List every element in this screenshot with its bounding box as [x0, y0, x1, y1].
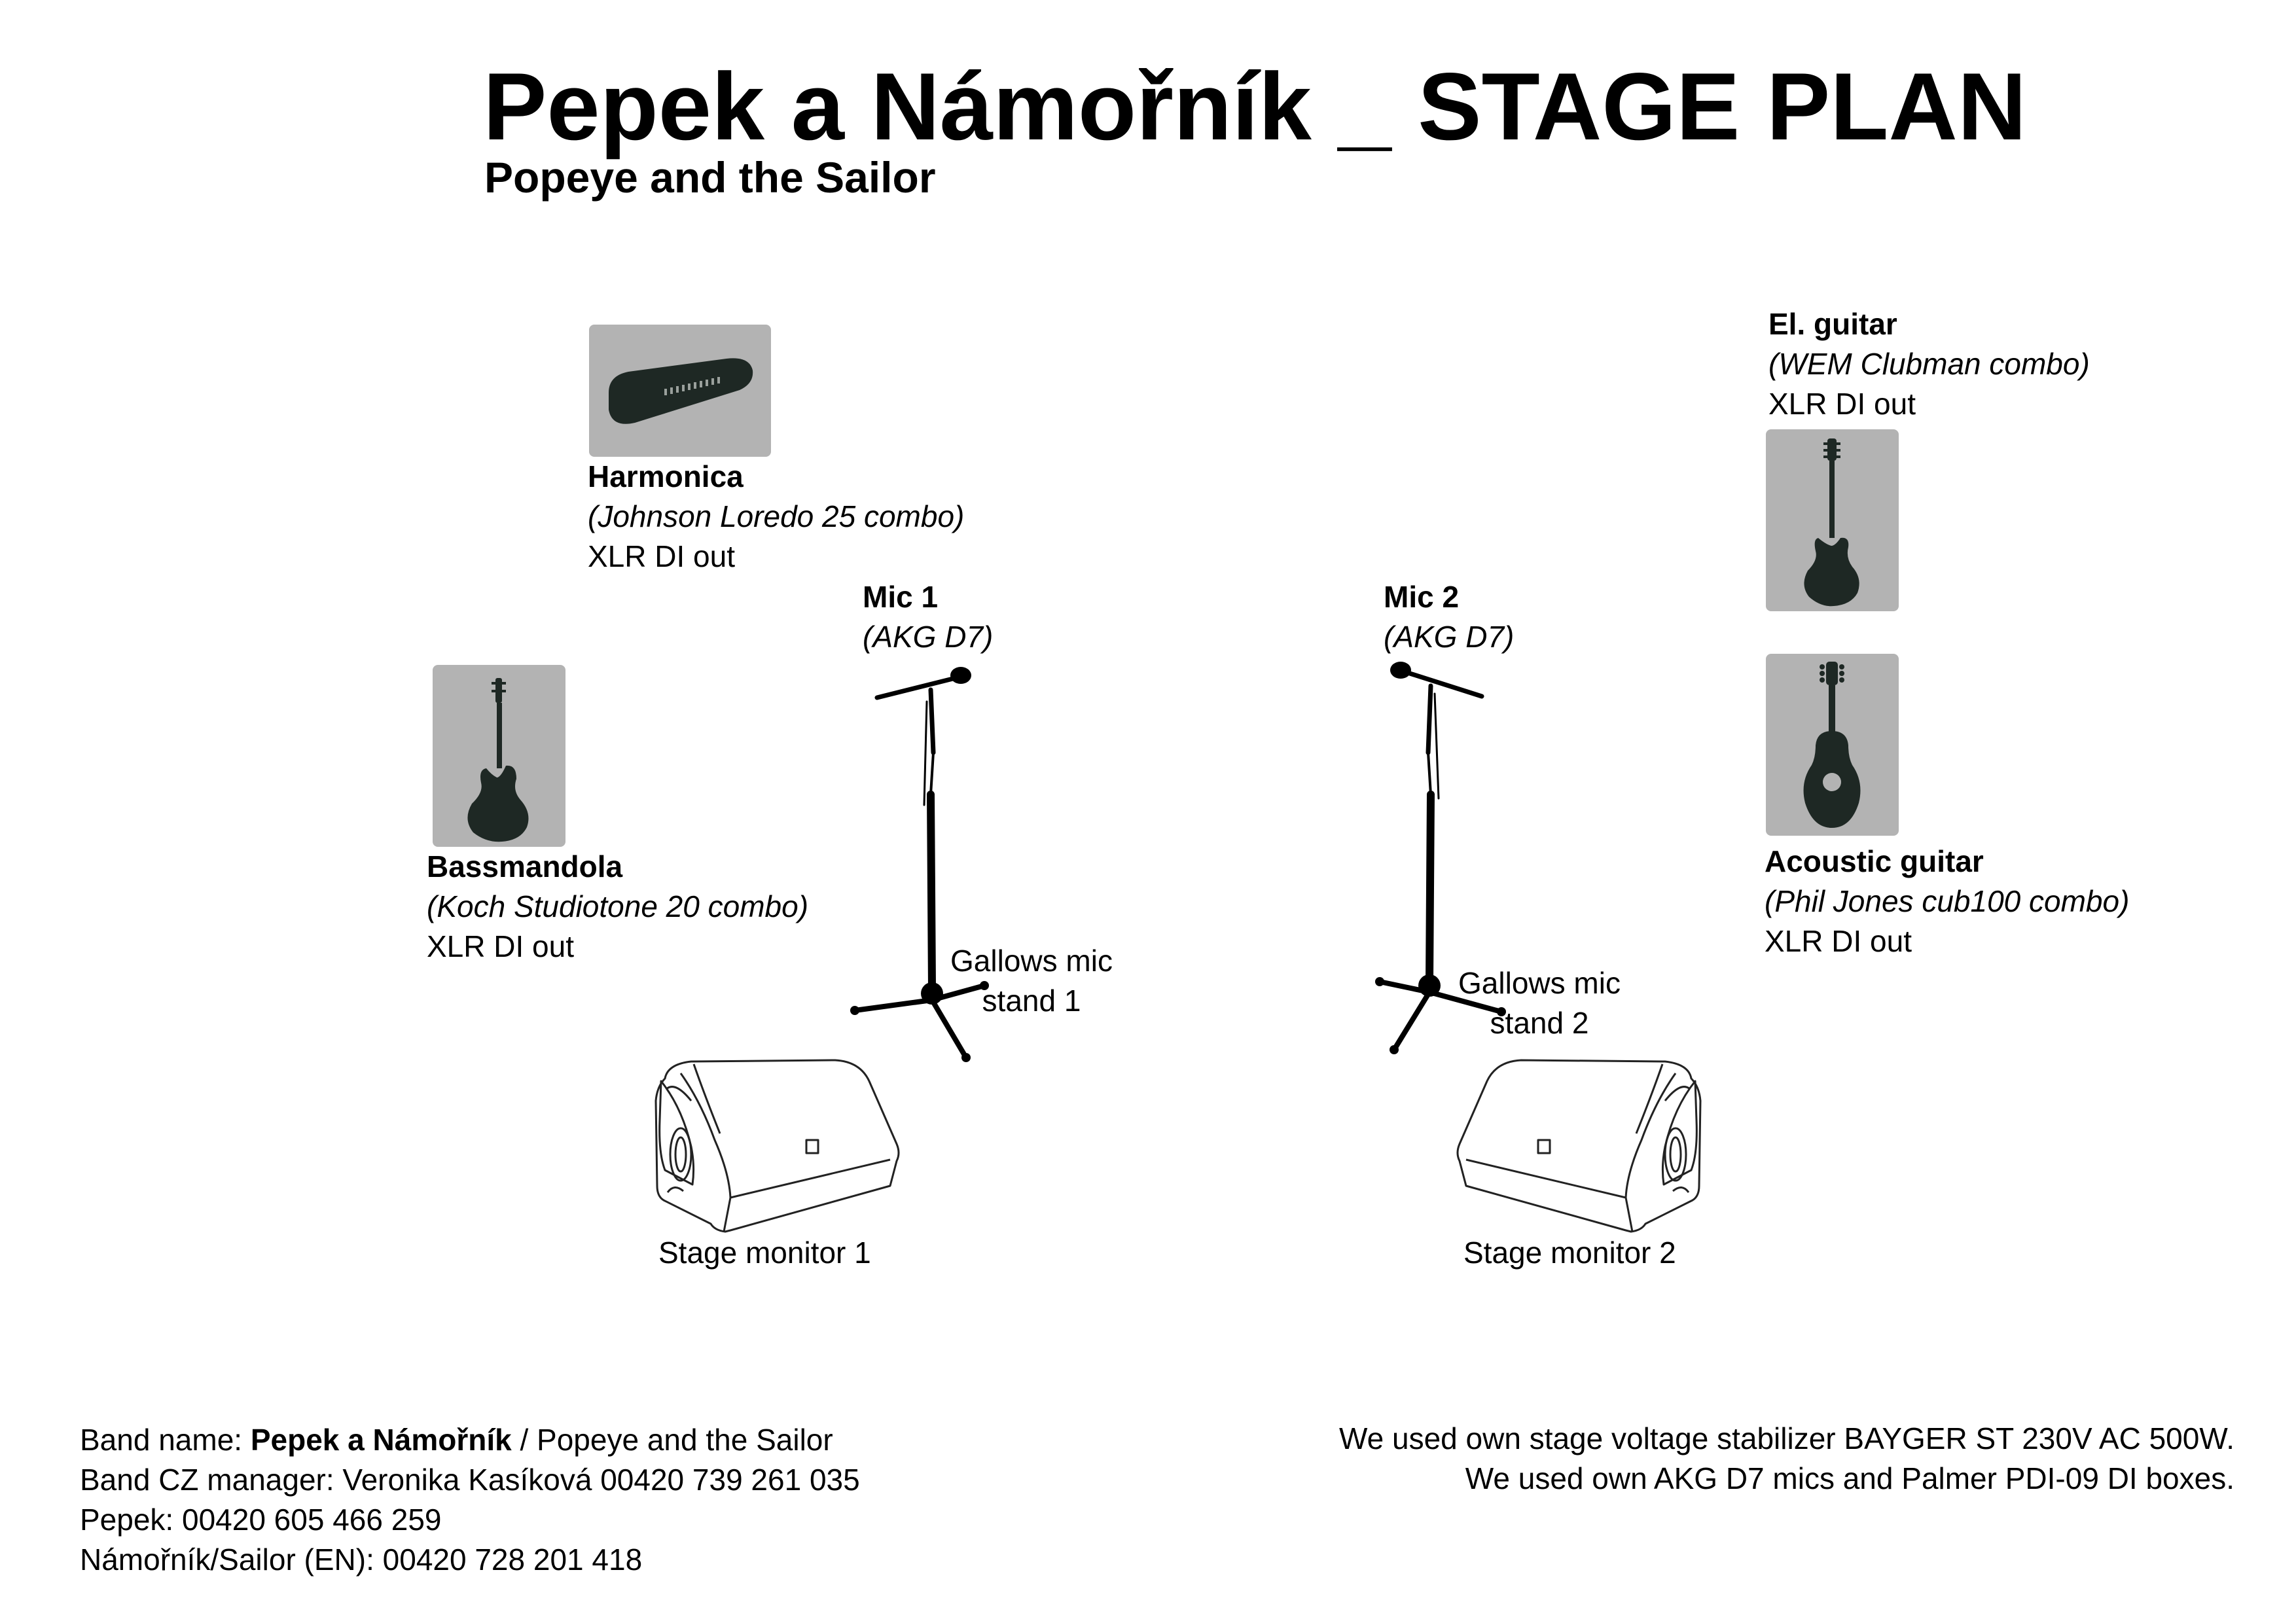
electric-guitar-icon — [1804, 438, 1859, 607]
acoustic-guitar-name: Acoustic guitar — [1765, 844, 1984, 878]
acoustic-guitar-tile — [1766, 654, 1899, 836]
acoustic-guitar-output: XLR DI out — [1765, 924, 1912, 958]
mic-1-name: Mic 1 — [863, 580, 939, 614]
bassmandola-name: Bassmandola — [427, 849, 623, 883]
acoustic-guitar-label: Acoustic guitar (Phil Jones cub100 combo… — [1765, 842, 2129, 961]
bassmandola-model: (Koch Studiotone 20 combo) — [427, 889, 809, 923]
stabilizer-note: We used own stage voltage stabilizer BAY… — [1339, 1421, 2234, 1455]
harmonica-tile — [589, 325, 771, 457]
mic-2-label: Mic 2 (AKG D7) — [1384, 577, 1514, 657]
mic-stand-1-label: Gallows mic stand 1 — [940, 941, 1123, 1021]
pepek-contact: Pepek: 00420 605 466 259 — [80, 1503, 442, 1537]
mic-stand-1-line2: stand 1 — [982, 984, 1081, 1018]
mic-stand-2-label: Gallows mic stand 2 — [1448, 963, 1631, 1043]
mic-stand-1-icon — [850, 667, 989, 1062]
mic-2-name: Mic 2 — [1384, 580, 1460, 614]
harmonica-icon — [609, 358, 753, 424]
harmonica-output: XLR DI out — [588, 539, 735, 573]
mic-stand-2-icon — [1375, 662, 1506, 1054]
bassmandola-label: Bassmandola (Koch Studiotone 20 combo) X… — [427, 847, 808, 967]
mics-di-note: We used own AKG D7 mics and Palmer PDI-0… — [1465, 1461, 2234, 1495]
mic-1-label: Mic 1 (AKG D7) — [863, 577, 993, 657]
sailor-contact: Námořník/Sailor (EN): 00420 728 201 418 — [80, 1543, 643, 1577]
stage-monitor-1-icon — [655, 1059, 900, 1233]
stage-monitor-1-label: Stage monitor 1 — [658, 1236, 871, 1270]
equipment-notes: We used own stage voltage stabilizer BAY… — [1339, 1419, 2234, 1499]
el-guitar-output: XLR DI out — [1768, 387, 1916, 421]
el-guitar-label: El. guitar (WEM Clubman combo) XLR DI ou… — [1768, 304, 2090, 424]
mic-stand-1-line1: Gallows mic — [950, 944, 1113, 978]
mic-2-model: (AKG D7) — [1384, 620, 1515, 654]
stage-monitor-2-label: Stage monitor 2 — [1463, 1236, 1676, 1270]
manager-line: Band CZ manager: Veronika Kasíková 00420… — [80, 1463, 860, 1497]
el-guitar-model: (WEM Clubman combo) — [1768, 347, 2090, 381]
band-info: Band name: Pepek a Námořník / Popeye and… — [80, 1420, 860, 1580]
acoustic-guitar-icon — [1803, 662, 1861, 828]
bassmandola-tile — [433, 665, 565, 847]
mic-stand-2-line1: Gallows mic — [1458, 966, 1621, 1000]
bassmandola-output: XLR DI out — [427, 929, 574, 963]
band-name-line: Band name: Pepek a Námořník / Popeye and… — [80, 1420, 860, 1460]
harmonica-name: Harmonica — [588, 459, 744, 493]
band-name-prefix: Band name: — [80, 1423, 251, 1457]
stage-monitor-2-icon — [1456, 1059, 1702, 1233]
page-title: Pepek a Námořník _ STAGE PLAN — [483, 53, 2027, 160]
mic-1-model: (AKG D7) — [863, 620, 994, 654]
page-subtitle: Popeye and the Sailor — [484, 153, 936, 202]
el-guitar-name: El. guitar — [1768, 307, 1897, 341]
band-name-suffix: / Popeye and the Sailor — [511, 1423, 833, 1457]
harmonica-model: (Johnson Loredo 25 combo) — [588, 499, 965, 533]
band-name-bold: Pepek a Námořník — [250, 1423, 512, 1457]
mic-stand-2-line2: stand 2 — [1490, 1006, 1589, 1040]
harmonica-label: Harmonica (Johnson Loredo 25 combo) XLR … — [588, 457, 964, 577]
el-guitar-tile — [1766, 429, 1899, 611]
acoustic-guitar-model: (Phil Jones cub100 combo) — [1765, 884, 2130, 918]
bassmandola-icon — [467, 678, 529, 842]
